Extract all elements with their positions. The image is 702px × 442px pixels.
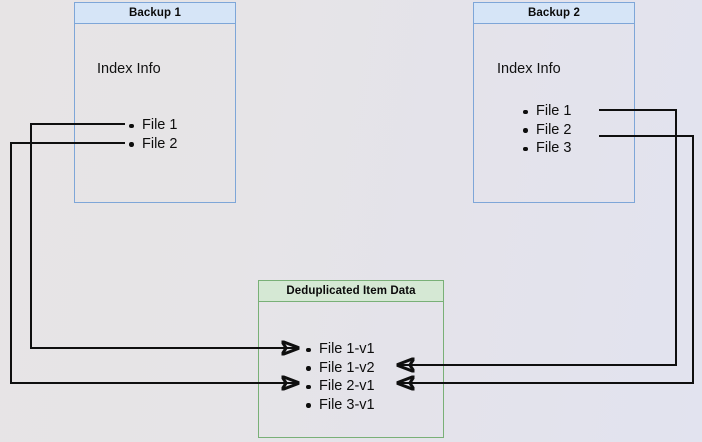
list-item: File 1 xyxy=(520,102,571,121)
dedup-title: Deduplicated Item Data xyxy=(286,285,416,297)
list-item: File 1-v1 xyxy=(303,340,375,359)
dedup-file-list: File 1-v1 File 1-v2 File 2-v1 File 3-v1 xyxy=(303,340,375,414)
backup-1-box xyxy=(74,2,236,203)
list-item: File 2 xyxy=(520,121,571,140)
backup-2-index-label: Index Info xyxy=(497,61,561,77)
list-item: File 3-v1 xyxy=(303,396,375,415)
backup-1-header: Backup 1 xyxy=(74,2,236,24)
list-item: File 2 xyxy=(126,135,177,154)
list-item: File 2-v1 xyxy=(303,377,375,396)
list-item: File 3 xyxy=(520,139,571,158)
backup-1-title: Backup 1 xyxy=(129,7,181,19)
backup-1-file-list: File 1 File 2 xyxy=(126,116,177,153)
backup-2-title: Backup 2 xyxy=(528,7,580,19)
backup-2-file-list: File 1 File 2 File 3 xyxy=(520,102,571,158)
list-item: File 1-v2 xyxy=(303,359,375,378)
list-item: File 1 xyxy=(126,116,177,135)
backup-2-header: Backup 2 xyxy=(473,2,635,24)
dedup-header: Deduplicated Item Data xyxy=(258,280,444,302)
backup-1-index-label: Index Info xyxy=(97,61,161,77)
